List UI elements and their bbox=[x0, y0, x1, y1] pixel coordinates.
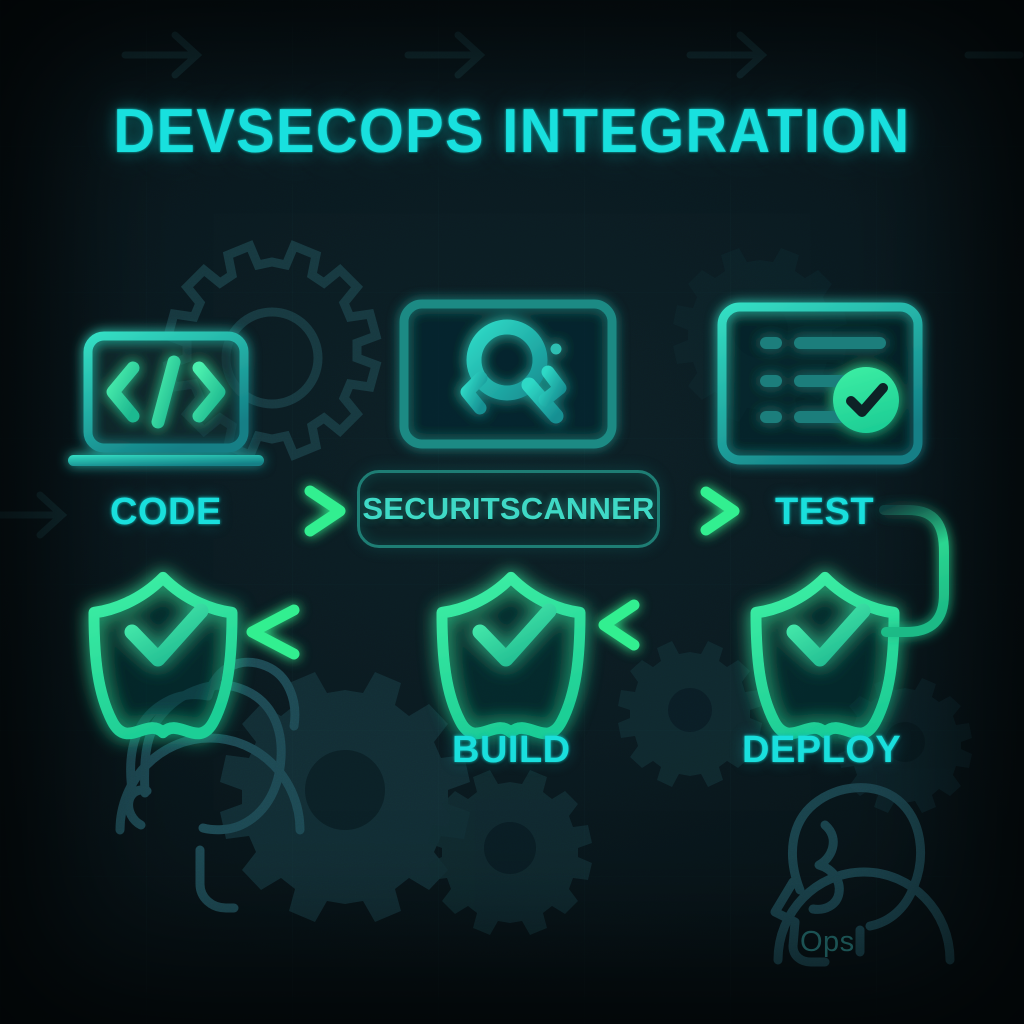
check-circle-icon bbox=[833, 367, 899, 433]
connector-build-to-secure bbox=[246, 604, 443, 660]
magnifier-scan-icon bbox=[399, 299, 617, 449]
stage-label-build[interactable]: BUILD bbox=[452, 729, 571, 771]
ops-watermark-label: Ops bbox=[800, 926, 855, 958]
connector-scanner-to-test bbox=[663, 486, 740, 536]
connector-code-to-scanner bbox=[233, 485, 346, 537]
laptop-code-icon bbox=[68, 331, 264, 466]
person-icon bbox=[115, 657, 305, 913]
stage-label-deploy[interactable]: DEPLOY bbox=[742, 729, 902, 771]
gear-icon bbox=[162, 240, 382, 461]
page-title: DEVSECOPS INTEGRATION bbox=[113, 97, 911, 166]
shield-check-icon bbox=[436, 571, 586, 740]
security-scanner-badge[interactable]: SECURITSCANNER bbox=[357, 470, 660, 548]
connector-deploy-to-build bbox=[598, 599, 757, 651]
security-scanner-label: SECURITSCANNER bbox=[362, 491, 655, 526]
shield-check-icon bbox=[750, 571, 900, 740]
checklist-card-icon bbox=[717, 302, 923, 465]
shield-check-icon bbox=[88, 571, 238, 740]
stage-label-test[interactable]: TEST bbox=[775, 491, 875, 533]
connector-test-to-deploy bbox=[879, 505, 949, 637]
stage-label-code[interactable]: CODE bbox=[110, 491, 222, 533]
checklist-rows bbox=[760, 337, 886, 423]
gear-cluster-watermark bbox=[220, 248, 972, 935]
